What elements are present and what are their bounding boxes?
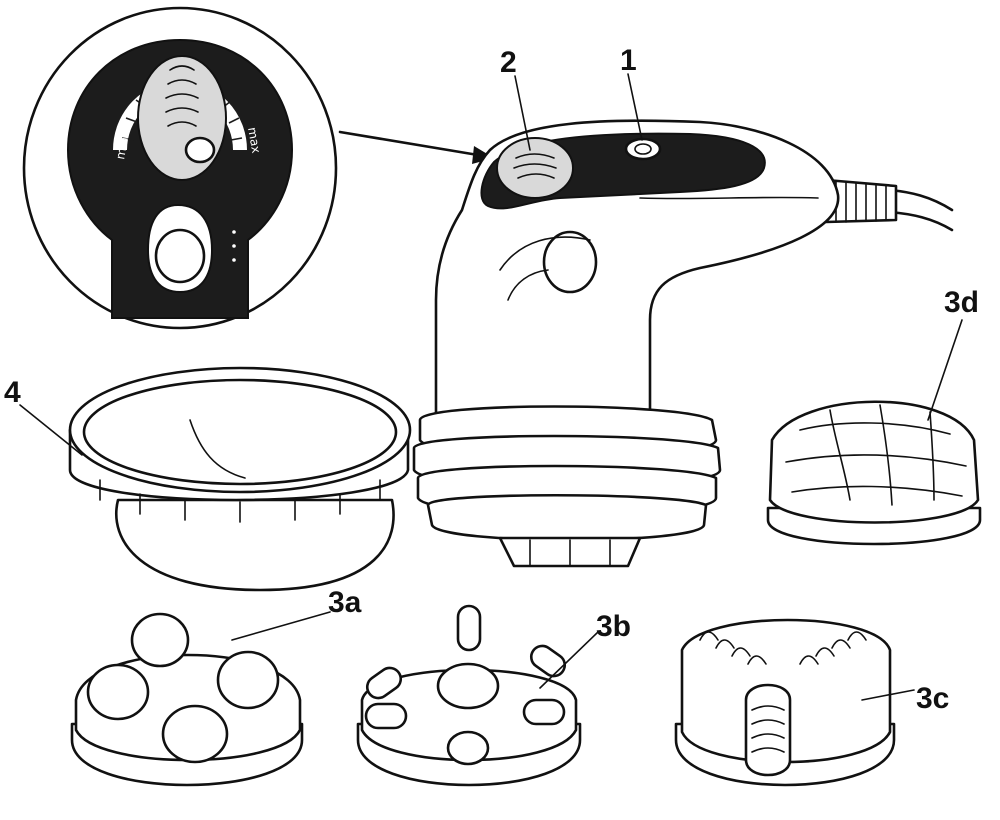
- label-part-3b: 3b: [596, 610, 631, 643]
- handle-contour: [639, 196, 819, 200]
- speed-dial-ridges: [513, 153, 557, 179]
- leader-3a: [231, 611, 331, 641]
- attachment-3d: [766, 400, 982, 546]
- pad-3b-finger-ur: [529, 644, 567, 678]
- leader-lines: [19, 73, 963, 701]
- power-button: [154, 228, 206, 284]
- pad-3b-finger-l: [364, 702, 408, 730]
- leader-3b: [539, 631, 599, 689]
- label-part-3a: 3a: [328, 586, 362, 619]
- cable-upper: [888, 188, 954, 212]
- dial-indicator: [184, 136, 216, 164]
- pad-3a-nub-left: [86, 663, 150, 721]
- pad-3d-dome: [768, 400, 980, 524]
- label-part-3d: 3d: [944, 286, 979, 319]
- power-switch: [624, 137, 662, 161]
- pad-3b-dome: [360, 668, 578, 762]
- pad-3c-ridges: [699, 631, 867, 665]
- label-part-4: 4: [4, 376, 21, 409]
- base-rib-4: [426, 493, 708, 542]
- pad-3c-front-roller: [744, 683, 792, 777]
- dial-min-text: min: [113, 136, 131, 161]
- cover-bag: [115, 498, 395, 592]
- leader-1: [627, 73, 643, 141]
- dial-knob: [137, 55, 227, 181]
- cover-ring: [68, 366, 412, 592]
- pad-3b-finger-ul: [365, 666, 403, 700]
- attachment-3a: [70, 612, 304, 787]
- attachment-3b: [356, 604, 582, 787]
- cable-lower: [888, 210, 954, 232]
- leader-3d: [927, 319, 963, 421]
- dial-inset: min max: [22, 6, 338, 330]
- knob-ridges: [165, 65, 199, 127]
- cover-rim-inner: [82, 378, 398, 486]
- pad-3d-stitches: [785, 404, 967, 506]
- label-part-1: 1: [620, 44, 637, 77]
- leader-4: [19, 404, 83, 456]
- side-knob: [542, 230, 598, 294]
- speed-dial: [496, 137, 574, 199]
- pad-3a-nub-top: [130, 612, 190, 668]
- dial-max-text: max: [245, 126, 263, 154]
- leader-3c: [861, 689, 915, 701]
- label-part-3c: 3c: [916, 682, 949, 715]
- massager-body: [412, 119, 954, 568]
- inset-arrow: [338, 130, 494, 164]
- pad-3a-nub-right: [216, 650, 280, 710]
- attachment-3c: [674, 618, 896, 787]
- leader-2: [514, 75, 531, 151]
- pad-3b-finger-front: [446, 730, 490, 766]
- pad-3b-finger-top: [456, 604, 482, 652]
- cover-grip-lines: [99, 479, 381, 523]
- pad-3b-finger-r: [522, 698, 566, 726]
- pad-3b-center: [436, 662, 500, 710]
- label-part-2: 2: [500, 46, 517, 79]
- pad-3a-nub-front: [161, 704, 229, 764]
